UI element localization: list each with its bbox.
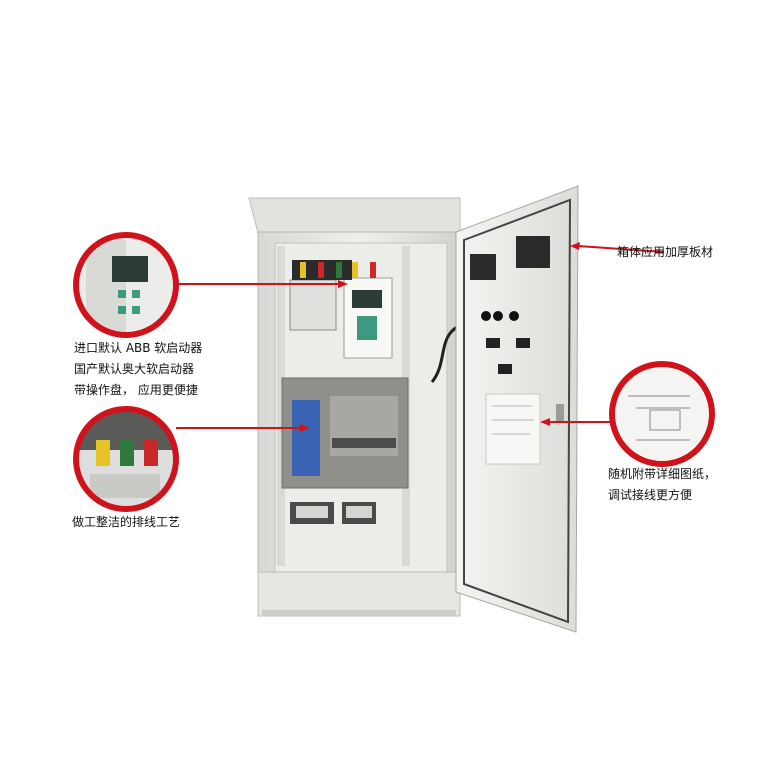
caption-drawing: 随机附带详细图纸， 调试接线更方便: [608, 464, 716, 506]
caption-line: 调试接线更方便: [608, 488, 693, 502]
cabinet: [248, 197, 471, 617]
caption-wiring: 做工整洁的排线工艺: [72, 515, 181, 529]
caption-line: 随机附带详细图纸，: [608, 467, 717, 481]
callout-ring-drawing: [609, 361, 715, 467]
callout-ring-wiring: [73, 406, 179, 512]
callout-ring-starter: [73, 232, 179, 338]
caption-box-material: 箱体应用加厚板材: [617, 245, 714, 259]
caption-line: 进口默认 ABB 软启动器: [74, 341, 203, 355]
cabinet-door: [455, 185, 579, 633]
caption-line: 带操作盘， 应用更便捷: [74, 383, 198, 397]
callout-arrows: [176, 242, 665, 432]
caption-line: 国产默认奥大软启动器: [74, 362, 195, 376]
caption-soft-starter: 进口默认 ABB 软启动器 国产默认奥大软启动器 带操作盘， 应用更便捷: [74, 338, 202, 401]
